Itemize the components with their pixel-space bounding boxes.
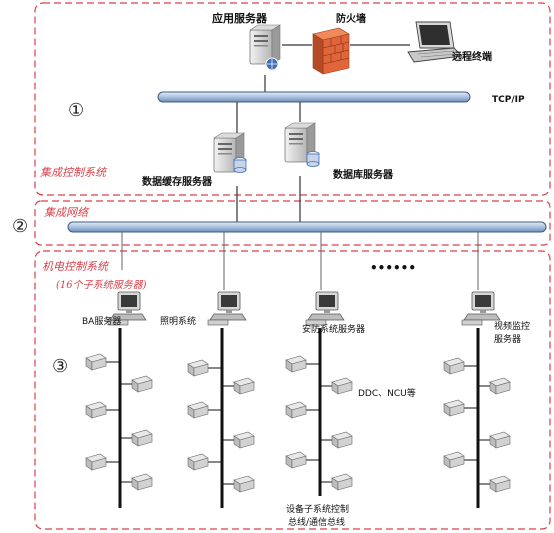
device-box [443, 451, 465, 469]
app-server-icon [249, 24, 281, 71]
zone3-frame [34, 250, 551, 530]
device-box [331, 377, 353, 395]
device-box [331, 473, 353, 491]
bus-annotation-line2: 总线/通信总线 [288, 516, 345, 528]
zone1-label: 集成控制系统 [40, 166, 108, 179]
device-box [85, 401, 107, 419]
device-box [187, 453, 209, 471]
device-box [85, 353, 107, 371]
subsystem-4 [461, 291, 501, 326]
field-bus-2 [187, 328, 255, 508]
device-box [489, 475, 511, 493]
device-box [443, 399, 465, 417]
device-box [489, 377, 511, 395]
zone2-label: 集成网络 [44, 206, 90, 219]
device-box [131, 473, 153, 491]
firewall-icon [312, 27, 350, 75]
device-box [443, 357, 465, 375]
top-tier: 应用服务器 防火墙 远程终端 [212, 11, 492, 92]
zone2-marker: ② [12, 216, 28, 237]
device-box [187, 359, 209, 377]
zone3-sublabel: (16个子系统服务器) [56, 279, 147, 291]
subsystem-1-label: BA服务器 [82, 315, 121, 327]
subsystem-2-label: 照明系统 [160, 315, 196, 327]
integrated-network-bus [67, 221, 547, 233]
zone-frames [34, 2, 551, 530]
tcpip-bus: TCP/IP [157, 91, 525, 105]
db-server-icon [284, 122, 320, 167]
subsystem-3-label: 安防系统服务器 [302, 323, 365, 335]
field-bus-3 [285, 328, 353, 496]
remote-terminal-label: 远程终端 [452, 50, 492, 63]
device-box [131, 375, 153, 393]
zone3-marker: ③ [52, 356, 68, 377]
zone3-label: 机电控制系统 [42, 260, 110, 273]
zone1-marker: ① [68, 100, 84, 121]
device-box [285, 355, 307, 373]
device-box [489, 431, 511, 449]
subsystem-4-label: 视频监控 [494, 320, 530, 332]
more-dots: •••••• [370, 261, 416, 275]
device-box [85, 453, 107, 471]
device-box [187, 401, 209, 419]
subsystem-drops [121, 232, 479, 290]
device-box [233, 431, 255, 449]
subsystem-4-label-2: 服务器 [494, 333, 521, 345]
field-bus-4 [443, 328, 511, 508]
app-server-label: 应用服务器 [212, 11, 268, 25]
zone2-frame [34, 200, 551, 246]
device-box [233, 475, 255, 493]
subsystem-2 [207, 291, 247, 326]
bus-annotation-line1: 设备子系统控制 [286, 503, 349, 515]
device-box [331, 431, 353, 449]
db-server-label: 数据库服务器 [333, 168, 394, 181]
device-box [285, 401, 307, 419]
device-box [233, 377, 255, 395]
tcpip-label: TCP/IP [492, 95, 525, 105]
field-bus-1 [85, 328, 153, 508]
middle-tier: 数据缓存服务器 数据库服务器 [142, 102, 394, 222]
laptop-icon [407, 21, 463, 63]
cache-server-icon [213, 132, 247, 173]
subsystem-3 [305, 291, 345, 326]
device-box [285, 451, 307, 469]
cache-server-label: 数据缓存服务器 [142, 175, 213, 188]
device-box [131, 429, 153, 447]
zone1-frame [34, 2, 551, 196]
firewall-label: 防火墙 [336, 12, 366, 25]
ddc-annotation: DDC、NCU等 [358, 387, 416, 399]
